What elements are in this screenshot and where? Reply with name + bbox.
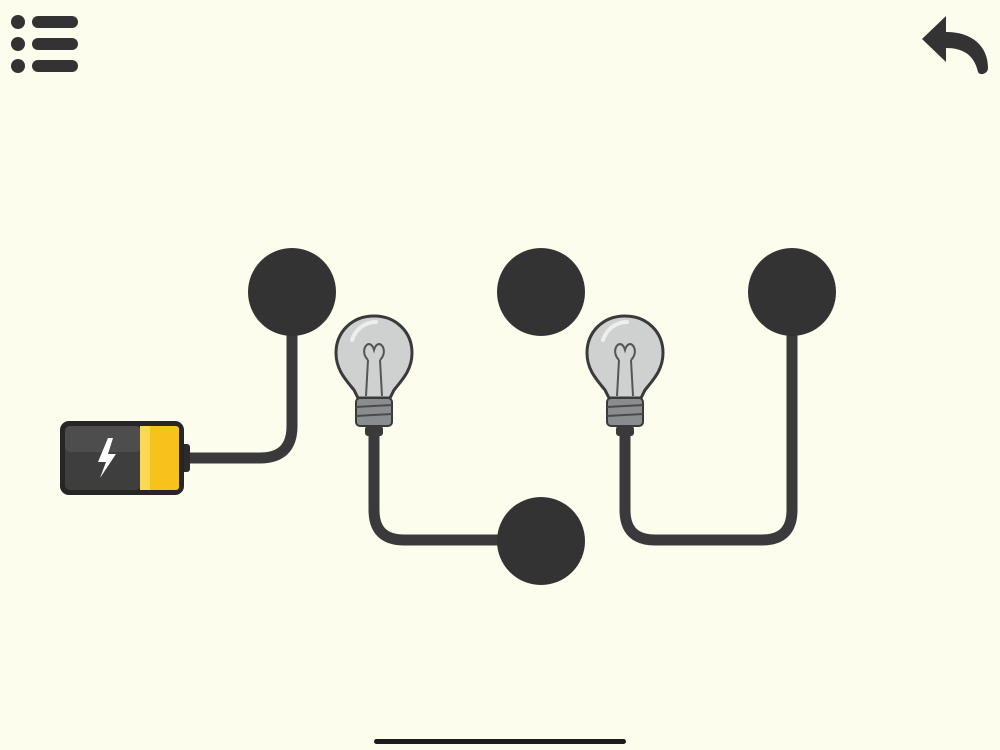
home-indicator[interactable] [374, 739, 626, 744]
node-top-left[interactable] [248, 248, 336, 336]
node-top-right[interactable] [748, 248, 836, 336]
wire-bulb-right-to-node[interactable] [619, 286, 798, 546]
node-top-middle[interactable] [497, 248, 585, 336]
node-bottom-middle[interactable] [497, 497, 585, 585]
list-menu-icon [11, 15, 78, 73]
undo-arrow-icon [922, 16, 988, 75]
undo-button[interactable] [918, 10, 992, 80]
wire-bulb-left-to-node[interactable] [368, 426, 546, 546]
lightning-bolt-icon [98, 438, 116, 478]
menu-button[interactable] [6, 10, 84, 80]
bulb-right [585, 314, 665, 436]
bulb-left [334, 314, 414, 436]
wire-battery-to-node[interactable] [180, 286, 298, 464]
battery[interactable] [60, 421, 190, 495]
